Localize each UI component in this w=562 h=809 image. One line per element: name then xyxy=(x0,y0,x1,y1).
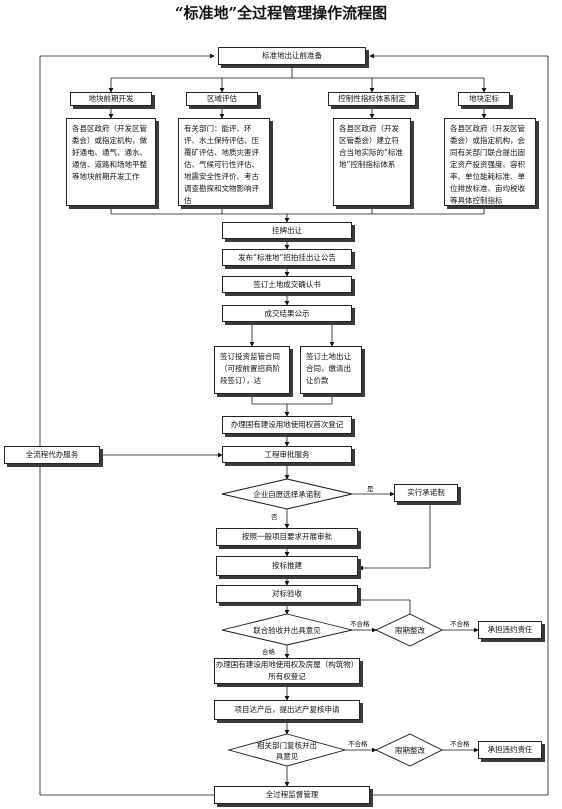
node-h2: 区域评估 xyxy=(186,92,258,106)
node-dec3: 相关部门复核并出具意见 xyxy=(257,741,317,761)
node-d4: 各县区政府（开发区管委会）或指定机构，会同有关部门联合提出固定资产投资强度、容积… xyxy=(444,118,536,206)
node-s13: 全过程监督管理 xyxy=(214,786,370,804)
label-yes: 是 xyxy=(367,485,374,493)
node-prep: 标准地出让前准备 xyxy=(218,47,366,65)
node-r1: 承担违约责任 xyxy=(478,621,542,639)
page-title: “标准地”全过程管理操作流程图 xyxy=(174,4,388,22)
node-s9: 按标推建 xyxy=(216,556,358,576)
node-dec2: 联合验收并出具意见 xyxy=(253,625,321,635)
node-s7: 工程审批服务 xyxy=(222,446,352,463)
node-s2: 发布“标准地”招拍挂出让公告 xyxy=(222,249,352,266)
node-s11: 办理国有建设用地使用权及房屋（构筑物）所有权登记 xyxy=(214,658,360,684)
node-dec2b: 限期整改 xyxy=(395,625,425,635)
node-s3: 签订土地成交确认书 xyxy=(222,276,352,293)
node-s8: 按照一般项目要求开展审批 xyxy=(216,528,358,546)
node-dec3b: 限期整改 xyxy=(395,745,425,755)
node-s1: 挂牌出让 xyxy=(222,222,352,239)
node-h1: 地块前期开发 xyxy=(70,92,152,106)
node-s5a: 签订投资监管合同（可按前置招商阶段签订），达 xyxy=(214,346,290,394)
node-h4: 地块定标 xyxy=(458,92,510,106)
node-d3: 各县区政府（开发区管委会）建立符合当地实际的“标准地”控制指标体系 xyxy=(333,118,411,206)
label-pass-1: 合格 xyxy=(262,648,275,656)
label-fail-2: 不合格 xyxy=(348,740,368,748)
node-s4: 成交结果公示 xyxy=(222,305,352,322)
label-no: 否 xyxy=(271,513,278,521)
node-side: 全流程代办服务 xyxy=(4,446,100,464)
node-s10: 对标验收 xyxy=(216,585,358,603)
node-dec1: 企业自愿选择承诺制 xyxy=(253,489,321,499)
label-fail-2b: 不合格 xyxy=(450,740,470,748)
node-s6: 办理国有建设用地使用权首次登记 xyxy=(222,416,352,434)
node-s12: 项目达产后，提出达产复核申请 xyxy=(214,700,360,720)
label-fail-1b: 不合格 xyxy=(450,620,470,628)
node-s5b: 签订土地出让合同，缴清出让价款 xyxy=(300,346,362,394)
node-h3: 控制性指标体系制定 xyxy=(328,92,416,106)
node-d2: 有关部门：能评、环评、水土保持评估、压覆矿评估、地质灾害评估、气候可行性评估、地… xyxy=(178,118,270,206)
node-r2: 承担违约责任 xyxy=(478,741,542,759)
node-d1: 各县区政府（开发区管委会）或指定机构，做好通电、通气、通水、通信、道路和场地平整… xyxy=(66,118,156,206)
label-fail-1: 不合格 xyxy=(350,620,370,628)
node-s7r: 实行承诺制 xyxy=(394,484,458,502)
